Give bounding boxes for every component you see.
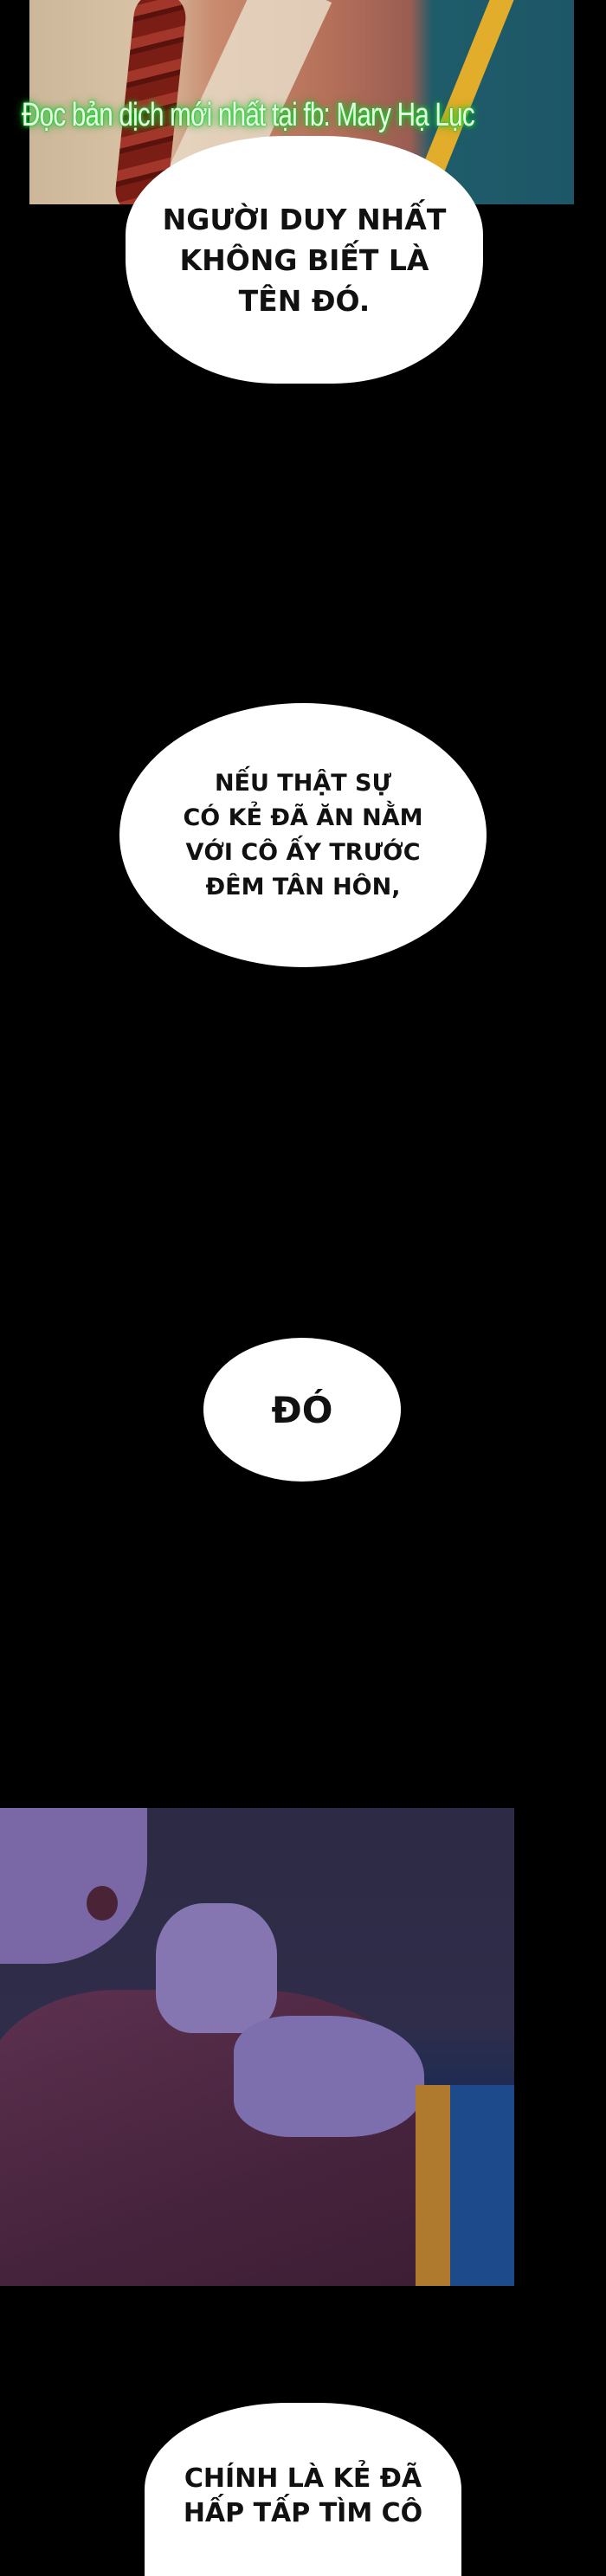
face-art — [0, 1808, 147, 1964]
bubble-line: VỚI CÔ ẤY TRƯỚC — [185, 838, 421, 866]
sleeve-art — [416, 2085, 514, 2286]
speech-bubble: CHÍNH LÀ KẺ ĐÃ HẤP TẤP TÌM CÔ — [145, 2403, 461, 2576]
bubble-line: TÊN ĐÓ. — [238, 283, 371, 318]
bubble-line: KHÔNG BIẾT LÀ — [179, 242, 429, 277]
bubble-line: HẤP TẤP TÌM CÔ — [183, 2498, 423, 2528]
speech-bubble: ĐÓ — [203, 1338, 401, 1482]
fist-art — [156, 1903, 277, 2033]
bubble-line: NGƯỜI DUY NHẤT — [162, 202, 447, 236]
hand-art — [234, 2016, 424, 2137]
bubble-line: NẾU THẬT SỰ — [214, 769, 392, 797]
watermark-text: Đọc bản dịch mới nhất tại fb: Mary Hạ Lụ… — [22, 97, 475, 133]
bubble-line: ĐÓ — [271, 1388, 333, 1431]
mouth-art — [87, 1886, 118, 1921]
bubble-line: CHÍNH LÀ KẺ ĐÃ — [184, 2463, 422, 2494]
speech-bubble: NẾU THẬT SỰ CÓ KẺ ĐÃ ĂN NẰM VỚI CÔ ẤY TR… — [119, 703, 487, 967]
speech-bubble: NGƯỜI DUY NHẤT KHÔNG BIẾT LÀ TÊN ĐÓ. — [126, 136, 483, 384]
comic-panel-wrist-grab — [0, 1808, 514, 2286]
bubble-line: ĐÊM TÂN HÔN, — [205, 873, 401, 901]
bubble-line: CÓ KẺ ĐÃ ĂN NẰM — [183, 804, 423, 831]
